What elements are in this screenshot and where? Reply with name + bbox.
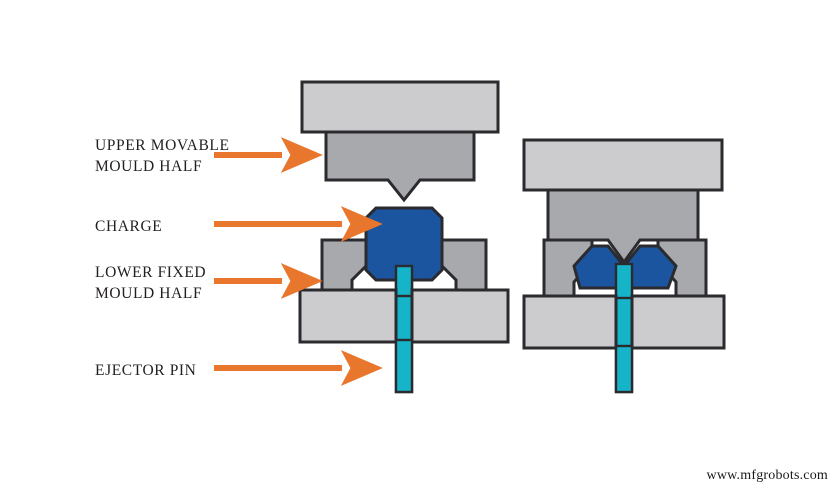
ejector-pin-left-upper-segment	[394, 264, 414, 298]
callout-arrows	[214, 137, 383, 386]
label-lower-fixed-mould-half: LOWER FIXED MOULD HALF	[95, 264, 207, 302]
lower-base-plate-right-stage-right-half	[630, 294, 726, 350]
label-upper-movable-mould-half: UPPER MOVABLE MOULD HALF	[95, 137, 230, 175]
ejector-pin-left-tail	[394, 338, 414, 394]
stage-closed-mould	[522, 138, 726, 394]
stage-open-mould	[298, 80, 510, 394]
upper-backing-plate-right	[522, 138, 724, 192]
upper-backing-plate-left	[300, 80, 500, 134]
ejector-pin-right-tail	[614, 344, 634, 394]
lower-base-plate-right-stage-left-half	[522, 294, 618, 350]
label-charge: CHARGE	[95, 218, 163, 235]
lower-mould-block-left-jaw	[320, 238, 372, 292]
site-watermark: www.mfgrobots.com	[706, 468, 828, 483]
lower-mould-block-right-jaw	[436, 238, 488, 292]
label-ejector-pin: EJECTOR PIN	[95, 362, 197, 379]
lower-base-plate-left-half	[298, 288, 398, 344]
lower-base-plate-right-half	[410, 288, 510, 344]
upper-mould-block-left	[324, 130, 476, 203]
ejector-pin-right-upper-segment	[614, 262, 634, 300]
